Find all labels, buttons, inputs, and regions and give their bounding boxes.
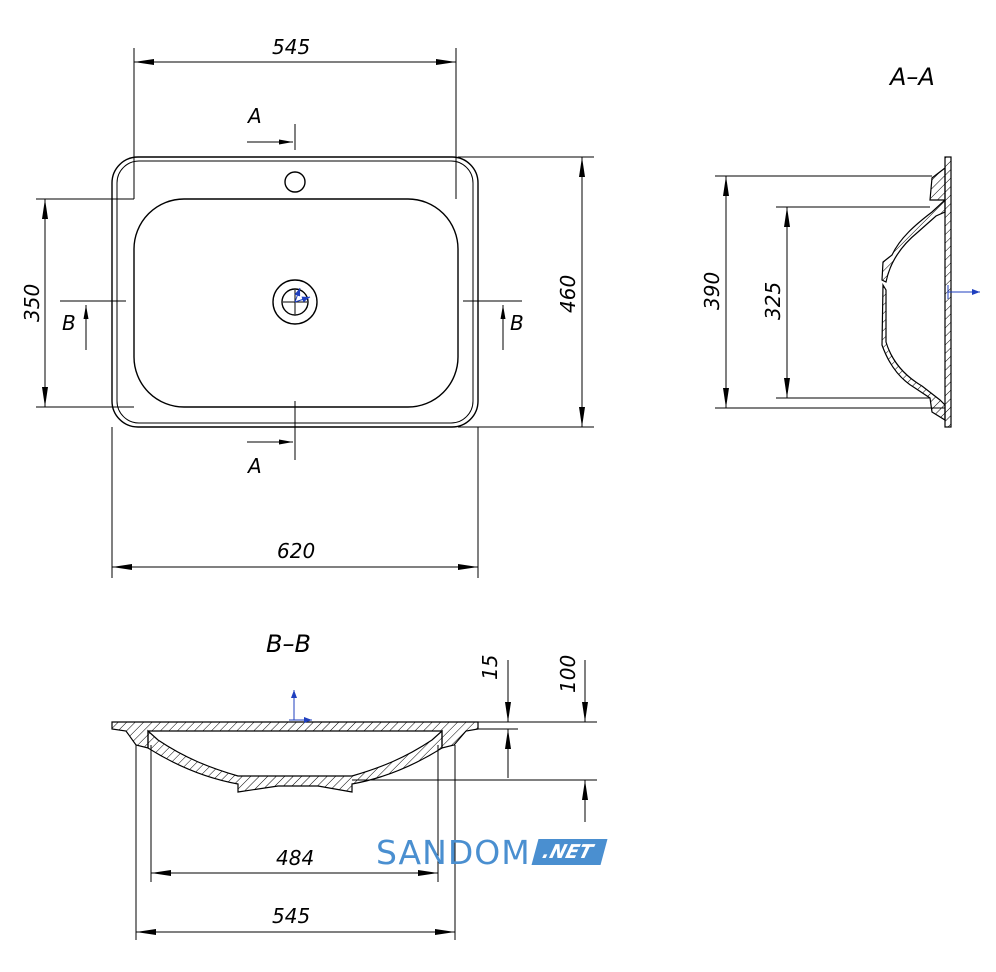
dim-460: 460	[556, 275, 580, 313]
axis-y-marker-top	[294, 287, 301, 303]
axis-x-marker-top	[294, 296, 311, 303]
section-bb-bowl	[147, 729, 443, 793]
section-aa-wall-bottom	[881, 282, 946, 422]
dim-350: 350	[20, 284, 44, 322]
dim-545-bottom: 545	[272, 904, 310, 928]
section-aa-wall-top	[881, 166, 946, 283]
section-b-right-mark: B	[510, 311, 524, 335]
section-bb: B–B 15 100 484 545	[111, 630, 597, 940]
section-a-top-mark: A	[246, 104, 262, 128]
watermark-text: SANDOM	[376, 832, 531, 872]
drain-outer	[272, 279, 318, 325]
watermark-logo: SANDOM .NET	[376, 832, 608, 872]
dim-545-top: 545	[272, 35, 310, 59]
dim-325: 325	[761, 282, 785, 320]
dim-484: 484	[276, 846, 314, 870]
tap-hole	[284, 171, 306, 193]
dim-620: 620	[277, 539, 315, 563]
section-a-bottom-mark: A	[246, 454, 262, 478]
section-bb-title: B–B	[266, 630, 311, 658]
section-aa-title: A–A	[888, 63, 935, 91]
section-aa: A–A 390 325	[700, 63, 980, 428]
section-bb-rim	[111, 721, 479, 749]
dim-15: 15	[478, 655, 502, 680]
section-b-left-mark: B	[62, 311, 76, 335]
dim-390: 390	[700, 272, 724, 310]
watermark-badge: .NET	[531, 839, 608, 865]
top-view: A A B B 545 620 350 460	[20, 35, 594, 578]
bowl-outline	[133, 198, 459, 408]
dim-100: 100	[556, 655, 580, 693]
